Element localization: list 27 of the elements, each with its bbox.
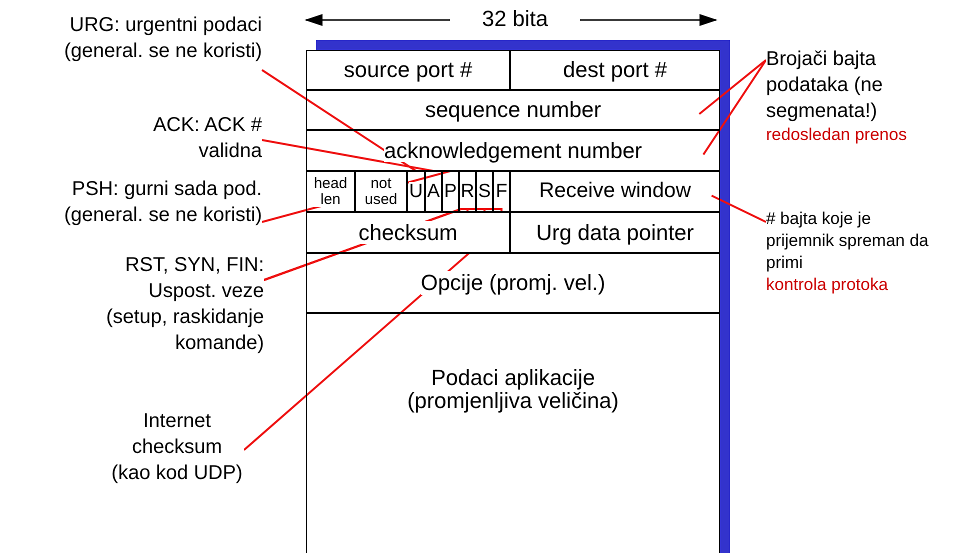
annotation-note: redosledan prenos <box>766 124 908 146</box>
leader-line <box>711 194 766 223</box>
header-field: sequence number <box>306 90 720 130</box>
annotation-text: # bajta koje je prijemnik spreman da primi <box>766 208 930 274</box>
flag-field: R <box>459 171 476 212</box>
header-field: head len <box>306 171 355 212</box>
flag-field: U <box>407 171 425 212</box>
header-field: acknowledgement number <box>306 130 720 171</box>
leader-line <box>262 139 434 172</box>
header-field: Opcije (promj. vel.) <box>306 253 720 313</box>
header-field: Urg data pointer <box>510 212 720 253</box>
dimension-label: 32 bita <box>480 6 550 32</box>
header-field: dest port # <box>510 50 720 90</box>
header-field: source port # <box>306 50 510 90</box>
data-field: Podaci aplikacije (promjenljiva veličina) <box>306 313 720 553</box>
flag-field: A <box>425 171 442 212</box>
header-field: not used <box>355 171 407 212</box>
leader-line <box>261 69 417 172</box>
flag-field: S <box>476 171 493 212</box>
leader-line <box>243 252 470 451</box>
annotation-note: kontrola protoka <box>766 274 889 296</box>
header-field: Receive window <box>510 171 720 212</box>
flag-field: F <box>493 171 510 212</box>
flag-field: P <box>442 171 459 212</box>
annotation-text: Brojači bajta podataka (ne segmenata!) <box>766 47 884 124</box>
header-field: checksum <box>306 212 510 253</box>
leader-line <box>702 59 767 156</box>
